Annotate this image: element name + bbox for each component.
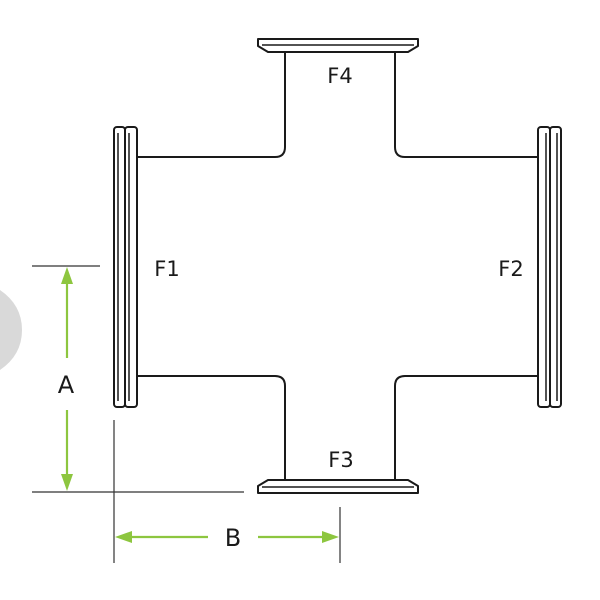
label-f4: F4: [327, 64, 352, 88]
dimension-a-label: A: [58, 371, 75, 399]
dimension-b-label: B: [225, 524, 241, 552]
dimension-a: A: [58, 267, 75, 491]
cross-body-outline: [138, 52, 538, 480]
dimension-a-arrow-up-icon: [61, 267, 73, 284]
label-f2: F2: [498, 257, 523, 281]
dimension-a-arrow-down-icon: [61, 474, 73, 491]
flange-f2: [537, 126, 562, 408]
flange-f3: [257, 479, 419, 494]
flange-f4: [257, 38, 419, 53]
dimension-b-arrow-left-icon: [115, 531, 132, 543]
label-f1: F1: [154, 257, 179, 281]
extension-lines: [32, 265, 341, 563]
dimension-b-arrow-right-icon: [322, 531, 339, 543]
flange-f1: [113, 126, 138, 408]
dimension-b: B: [115, 524, 339, 552]
edge-shadow: [0, 290, 22, 370]
label-f3: F3: [328, 448, 353, 472]
